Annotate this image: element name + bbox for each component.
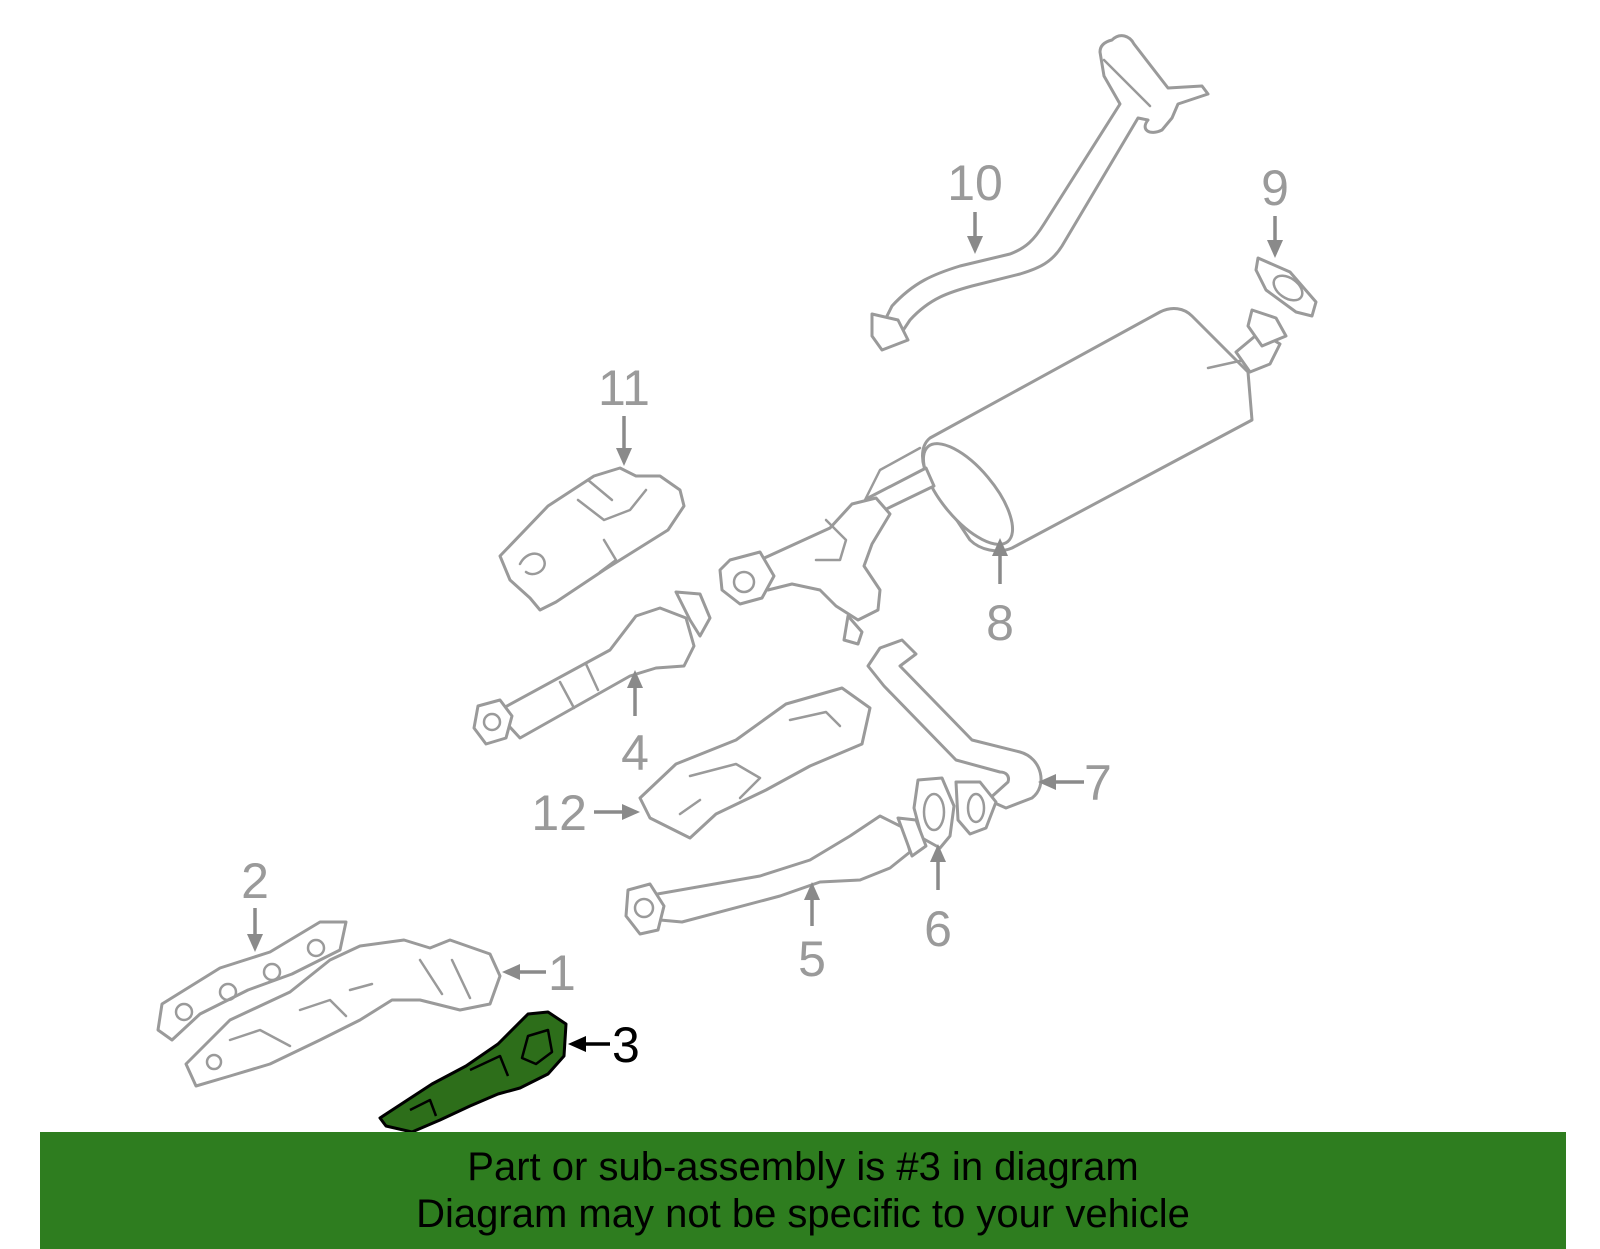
part-5-catalytic-converter (624, 814, 928, 936)
svg-text:10: 10 (947, 155, 1003, 211)
callout-4: 4 (621, 670, 649, 781)
callout-7: 7 (1038, 755, 1112, 811)
callout-8: 8 (986, 538, 1014, 651)
callout-12: 12 (531, 785, 640, 841)
svg-text:12: 12 (531, 785, 587, 841)
callout-5: 5 (798, 882, 826, 987)
part-1-exhaust-manifold (184, 938, 502, 1088)
banner-line-disclaimer: Diagram may not be specific to your vehi… (416, 1192, 1190, 1236)
part-11-heat-shield (498, 466, 686, 612)
part-8-muffler (860, 307, 1288, 553)
part-7-front-pipe (866, 638, 1043, 836)
callout-9: 9 (1261, 160, 1289, 258)
callout-2: 2 (241, 853, 269, 952)
part-12-heat-shield (638, 686, 872, 840)
callout-6: 6 (924, 844, 952, 957)
part-2-gasket (156, 920, 348, 1042)
svg-text:11: 11 (598, 360, 650, 416)
part-4-catalytic-converter (472, 590, 712, 746)
part-9-gasket (1254, 256, 1318, 318)
callout-10: 10 (947, 155, 1003, 254)
part-10-tail-pipe (870, 34, 1210, 352)
svg-text:4: 4 (621, 725, 649, 781)
svg-text:2: 2 (241, 853, 269, 909)
part-3-heat-insulator-highlighted (378, 1010, 568, 1134)
svg-text:6: 6 (924, 901, 952, 957)
callout-3-highlighted: 3 (568, 1017, 640, 1073)
banner-line-part-number: Part or sub-assembly is #3 in diagram (467, 1145, 1139, 1189)
svg-text:3: 3 (612, 1017, 640, 1073)
svg-text:5: 5 (798, 931, 826, 987)
part-6-gasket (912, 776, 956, 850)
svg-text:7: 7 (1084, 755, 1112, 811)
svg-text:1: 1 (548, 945, 576, 1001)
info-banner: Part or sub-assembly is #3 in diagram Di… (40, 1132, 1566, 1249)
svg-text:8: 8 (986, 595, 1014, 651)
svg-text:9: 9 (1261, 160, 1289, 216)
part-y-pipe (718, 496, 892, 646)
callout-1: 1 (502, 945, 576, 1001)
callout-11: 11 (598, 360, 650, 466)
